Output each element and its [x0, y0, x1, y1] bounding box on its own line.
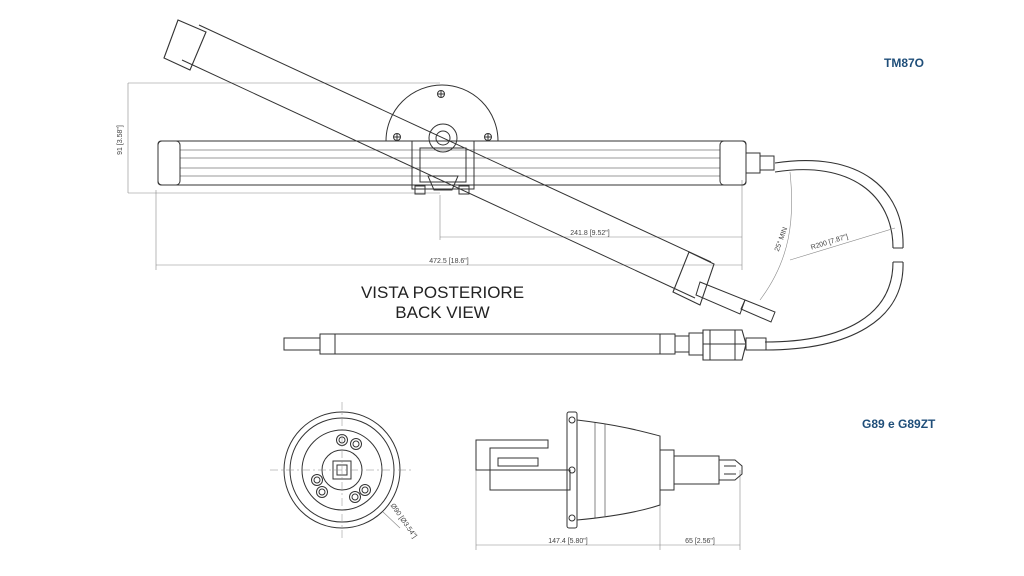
dimension-height: 91 [3.58"] [117, 125, 124, 155]
dimension-min-angle: 25° MIN [773, 226, 789, 253]
side-view-helm-pump [475, 411, 743, 550]
model-label-bottom: G89 e G89ZT [862, 417, 936, 431]
dimension-total-length: 472.5 [18.6"] [429, 258, 469, 265]
push-rod [283, 329, 767, 361]
dimension-shaft-length: 65 [2.56"] [685, 538, 715, 545]
dimension-center-offset: 241.8 [9.52"] [570, 230, 610, 237]
front-view-flange [270, 402, 414, 538]
dimension-bend-radius: R200 [7.87"] [810, 234, 849, 252]
model-label-top: TM87O [884, 56, 925, 70]
view-title: VISTA POSTERIORE BACK VIEW [330, 283, 555, 323]
dimension-body-length: 147.4 [5.80"] [548, 538, 588, 545]
cylinder-assembly [127, 19, 904, 351]
view-title-english: BACK VIEW [395, 303, 490, 322]
view-title-italian: VISTA POSTERIORE [360, 283, 525, 302]
